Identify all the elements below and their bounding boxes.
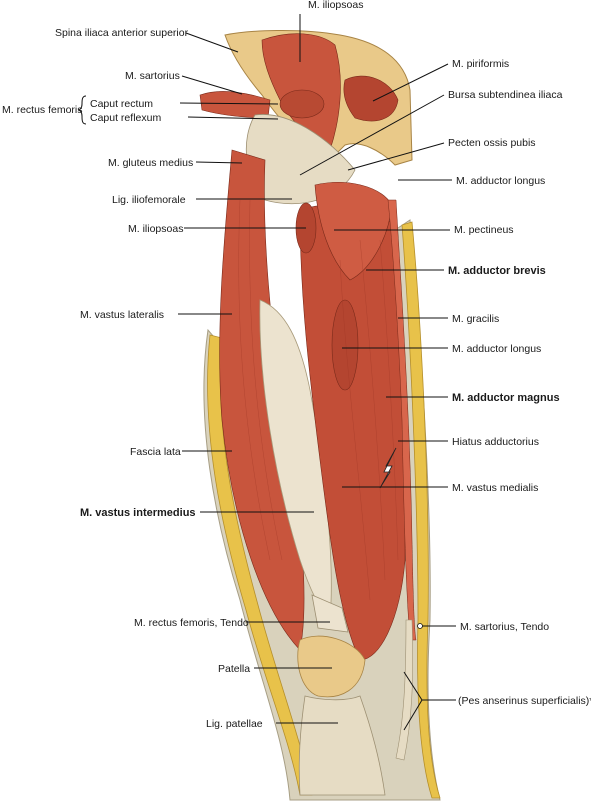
sartorius-tendon [395, 619, 414, 761]
fat-layer-medial [401, 221, 441, 799]
label-pes-anserinus: (Pes anserinus superficialis)* [458, 695, 591, 707]
label-rectus-femoris: M. rectus femoris [2, 104, 83, 116]
leader-sartorius [181, 75, 243, 95]
label-fascia-lata: Fascia lata [130, 446, 181, 458]
leader-gluteus-medius [195, 161, 243, 164]
label-hiatus: Hiatus adductorius [452, 436, 539, 448]
label-iliopsoas-top: M. iliopsoas [308, 0, 363, 11]
label-vastus-medialis: M. vastus medialis [452, 482, 538, 494]
pectineus-muscle [314, 182, 393, 281]
label-caput-rectum: Caput rectum [90, 98, 153, 110]
leader-spina-iliaca [185, 32, 239, 53]
hiatus-arrow [379, 447, 397, 489]
leader-pecten [347, 142, 445, 171]
rectus-femoris-cut [279, 89, 325, 119]
leader-lines [77, 14, 456, 731]
label-lig-iliofemorale: Lig. iliofemorale [112, 194, 186, 206]
label-pectineus: M. pectineus [454, 224, 514, 236]
label-lig-patellae: Lig. patellae [206, 718, 263, 730]
leader-dots [417, 623, 423, 629]
leader-caput-rectum [179, 102, 279, 105]
label-iliopsoas-mid: M. iliopsoas [128, 223, 183, 235]
labels-left: M. iliopsoas Spina iliaca anterior super… [2, 0, 363, 730]
label-adductor-magnus: M. adductor magnus [452, 392, 560, 404]
label-adductor-longus-top: M. adductor longus [456, 175, 545, 187]
piriformis-muscle [343, 75, 399, 122]
label-pecten: Pecten ossis pubis [448, 137, 536, 149]
label-sartorius-tendo: M. sartorius, Tendo [460, 621, 549, 633]
label-adductor-longus-mid: M. adductor longus [452, 343, 541, 355]
anatomy-illustration [199, 29, 441, 801]
label-bursa: Bursa subtendinea iliaca [448, 89, 563, 101]
adductor-longus-cut [331, 299, 359, 391]
rectus-femoris-brace [77, 95, 87, 125]
patella-bone [297, 635, 366, 698]
label-gracilis: M. gracilis [452, 313, 499, 325]
label-vastus-intermedius: M. vastus intermedius [80, 507, 196, 519]
label-adductor-brevis: M. adductor brevis [448, 265, 546, 277]
label-rectus-tendo: M. rectus femoris, Tendo [134, 617, 249, 629]
rectus-femoris-head [199, 91, 271, 119]
patellar-ligament [298, 695, 386, 796]
leader-caput-reflexum [187, 116, 279, 120]
labels-right: M. piriformis Bursa subtendinea iliaca P… [448, 58, 591, 707]
leader-bursa [299, 94, 445, 176]
label-piriformis: M. piriformis [452, 58, 509, 70]
rectus-femoris-tendon [311, 594, 349, 633]
label-caput-reflexum: Caput reflexum [90, 112, 161, 124]
label-spina-iliaca: Spina iliaca anterior superior [55, 27, 189, 39]
leader-piriformis [372, 63, 449, 102]
leader-dot-sartorius-tendo [417, 623, 423, 629]
label-vastus-lateralis: M. vastus lateralis [80, 309, 164, 321]
label-gluteus-medius: M. gluteus medius [108, 157, 193, 169]
label-patella: Patella [218, 663, 250, 675]
label-sartorius: M. sartorius [125, 70, 180, 82]
muscle-fibres [238, 199, 399, 601]
